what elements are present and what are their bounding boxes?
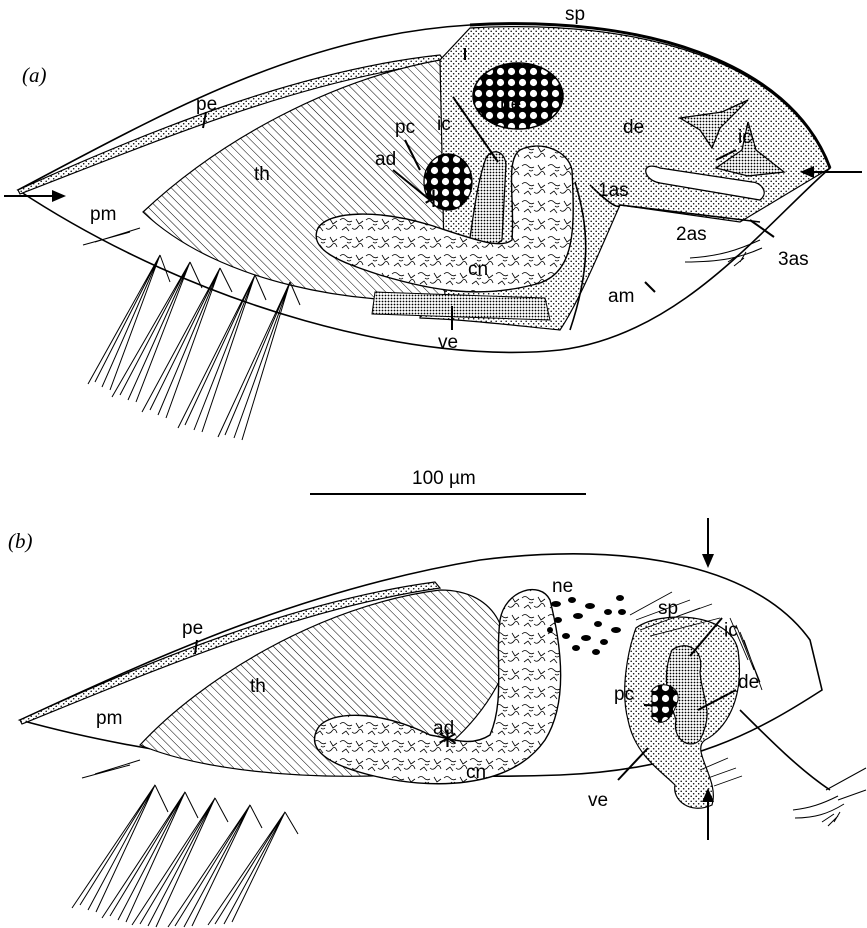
panel-a-label-pc: pc <box>395 117 415 138</box>
panel-a-label-ic-right: ic <box>738 127 752 148</box>
panel-b-label-ne: ne <box>552 576 573 597</box>
panel-b-label-th: th <box>250 676 266 697</box>
panel-a-label-3as: 3as <box>778 249 809 270</box>
panel-a-label-cn: cn <box>468 259 488 280</box>
panel-a-label-th: th <box>254 164 270 185</box>
panel-b-letter: (b) <box>8 529 33 553</box>
panel-b-label-ad: ad <box>433 718 454 739</box>
panel-a-label-ve: ve <box>438 332 458 353</box>
panel-b-label-sp: sp <box>658 598 678 619</box>
panel-b: (b) <box>8 518 866 927</box>
panel-b-tail-cirri <box>793 768 866 826</box>
panel-b-label-de: de <box>738 672 759 693</box>
panel-a-label-2as: 2as <box>676 224 707 245</box>
panel-b-label-ve: ve <box>588 790 608 811</box>
panel-a-label-ic: ic <box>437 114 451 135</box>
scale-bar: 100 µm <box>310 468 586 494</box>
panel-a: (a) <box>4 4 862 440</box>
panel-a-label-ad: ad <box>375 149 396 170</box>
panel-a-letter: (a) <box>22 63 47 87</box>
panel-a-asterisk-mark: * <box>424 183 443 227</box>
panel-b-label-cn: cn <box>466 762 486 783</box>
scale-bar-label: 100 µm <box>412 468 476 489</box>
panel-a-label-pm: pm <box>90 204 116 225</box>
panel-a-label-sp: sp <box>565 4 585 25</box>
panel-b-label-pm: pm <box>96 708 122 729</box>
panel-a-label-am: am <box>608 286 634 307</box>
panel-a-label-1as: 1as <box>598 180 629 201</box>
panel-b-tail-line <box>740 710 830 790</box>
panel-b-label-pe: pe <box>182 618 203 639</box>
panel-a-label-pe: pe <box>196 94 217 115</box>
panel-b-arrow-top <box>702 518 714 568</box>
panel-b-cilia <box>72 760 298 927</box>
panel-b-label-pc: pc <box>614 684 634 705</box>
panel-a-label-de: de <box>623 117 644 138</box>
panel-b-label-ic: ic <box>724 620 738 641</box>
panel-a-label-ne: ne <box>500 94 521 115</box>
